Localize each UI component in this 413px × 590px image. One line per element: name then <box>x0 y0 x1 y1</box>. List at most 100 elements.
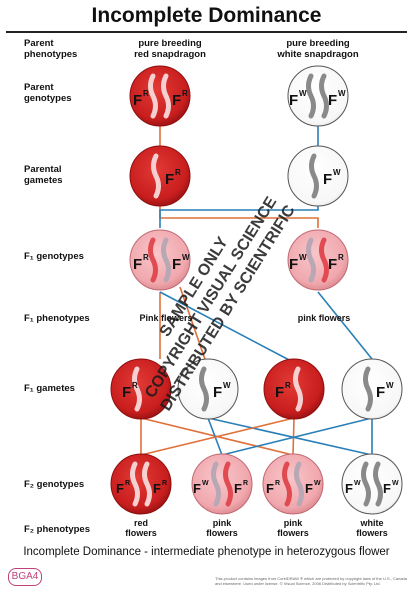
svg-text:R: R <box>275 480 280 487</box>
chromosome-icon <box>142 461 152 507</box>
cell-gamete-white: F W <box>287 145 349 207</box>
svg-text:W: W <box>299 89 307 98</box>
cell-parent-white-genotype: F W F W <box>287 65 349 127</box>
svg-text:R: R <box>338 253 344 262</box>
chromosome-icon <box>161 237 171 283</box>
svg-text:F: F <box>116 481 124 496</box>
chromosome-icon <box>199 366 209 412</box>
cell-parent-red-genotype: F R F R <box>129 65 191 127</box>
cell-f1-gamete-4: F W <box>341 358 403 420</box>
svg-text:F: F <box>153 481 161 496</box>
chromosome-icon <box>151 153 161 199</box>
chromosome-icon <box>130 461 140 507</box>
title-divider <box>6 31 407 33</box>
svg-text:F: F <box>289 256 298 273</box>
svg-text:R: R <box>143 89 149 98</box>
cell-f1-gamete-2: F W <box>177 358 239 420</box>
svg-text:W: W <box>299 253 307 262</box>
svg-text:R: R <box>182 89 188 98</box>
chromosome-icon <box>293 366 303 412</box>
product-code-badge: BGA4 <box>8 568 42 586</box>
svg-text:F: F <box>122 384 131 401</box>
svg-text:F: F <box>165 171 174 188</box>
cell-f2-white: F W F W <box>341 453 403 515</box>
f1-phenotype-left: Pink flowers <box>139 313 192 323</box>
svg-text:F: F <box>213 384 222 401</box>
cell-gamete-red: F R <box>129 145 191 207</box>
copyright-notice: This product contains images from CorelD… <box>215 576 407 586</box>
chromosome-icon <box>161 73 171 119</box>
svg-text:R: R <box>162 480 167 487</box>
caption: Incomplete Dominance - intermediate phen… <box>23 546 390 558</box>
svg-text:F: F <box>172 92 181 109</box>
cell-f1-gamete-3: F R <box>263 358 325 420</box>
svg-text:F: F <box>133 92 142 109</box>
chromosome-icon <box>309 153 319 199</box>
chromosome-icon <box>373 461 383 507</box>
chromosome-icon <box>132 366 142 412</box>
svg-text:F: F <box>193 481 201 496</box>
chromosome-icon <box>319 237 329 283</box>
cell-f1-right: F W F R <box>287 229 349 291</box>
svg-text:W: W <box>333 168 341 177</box>
svg-text:F: F <box>234 481 242 496</box>
svg-text:F: F <box>383 481 391 496</box>
svg-text:F: F <box>345 481 353 496</box>
cell-f2-pink-2: F R F W <box>262 453 324 515</box>
svg-text:F: F <box>328 256 337 273</box>
chromosome-icon <box>148 237 158 283</box>
svg-text:W: W <box>338 89 346 98</box>
chromosome-icon <box>211 461 221 507</box>
svg-text:F: F <box>133 256 142 273</box>
svg-text:W: W <box>202 480 209 487</box>
svg-text:W: W <box>386 381 394 390</box>
svg-text:F: F <box>376 384 385 401</box>
label-f1-gametes: F₁ gametes <box>24 383 75 394</box>
svg-text:F: F <box>305 481 313 496</box>
svg-text:F: F <box>275 384 284 401</box>
chromosome-icon <box>306 237 316 283</box>
cell-f2-pink-1: F W F R <box>191 453 253 515</box>
svg-text:R: R <box>143 253 149 262</box>
chromosome-icon <box>361 461 371 507</box>
chromosome-icon <box>223 461 233 507</box>
svg-text:W: W <box>354 480 361 487</box>
svg-text:F: F <box>172 256 181 273</box>
svg-text:R: R <box>125 480 130 487</box>
svg-text:W: W <box>182 253 190 262</box>
svg-text:R: R <box>132 381 138 390</box>
svg-text:F: F <box>289 92 298 109</box>
chromosome-icon <box>306 73 316 119</box>
label-f1-phenotypes: F₁ phenotypes <box>24 313 90 324</box>
svg-text:F: F <box>323 171 332 188</box>
chromosome-icon <box>148 73 158 119</box>
page-title: Incomplete Dominance <box>91 4 322 27</box>
f1-phenotype-right: pink flowers <box>298 313 351 323</box>
cell-f1-gamete-1: F R <box>110 358 172 420</box>
svg-text:F: F <box>266 481 274 496</box>
cell-f1-left: F R F W <box>129 229 191 291</box>
label-f1-genotypes: F₁ genotypes <box>24 251 84 262</box>
cross-lines <box>140 126 373 456</box>
chromosome-icon <box>294 461 304 507</box>
chromosome-icon <box>363 366 373 412</box>
label-f2-phenotypes: F₂ phenotypes <box>24 524 90 535</box>
svg-text:R: R <box>175 168 181 177</box>
chromosome-icon <box>319 73 329 119</box>
svg-text:W: W <box>314 480 321 487</box>
svg-text:W: W <box>223 381 231 390</box>
svg-text:R: R <box>285 381 291 390</box>
cell-f2-red: F R F R <box>110 453 172 515</box>
label-f2-genotypes: F₂ genotypes <box>24 479 84 490</box>
